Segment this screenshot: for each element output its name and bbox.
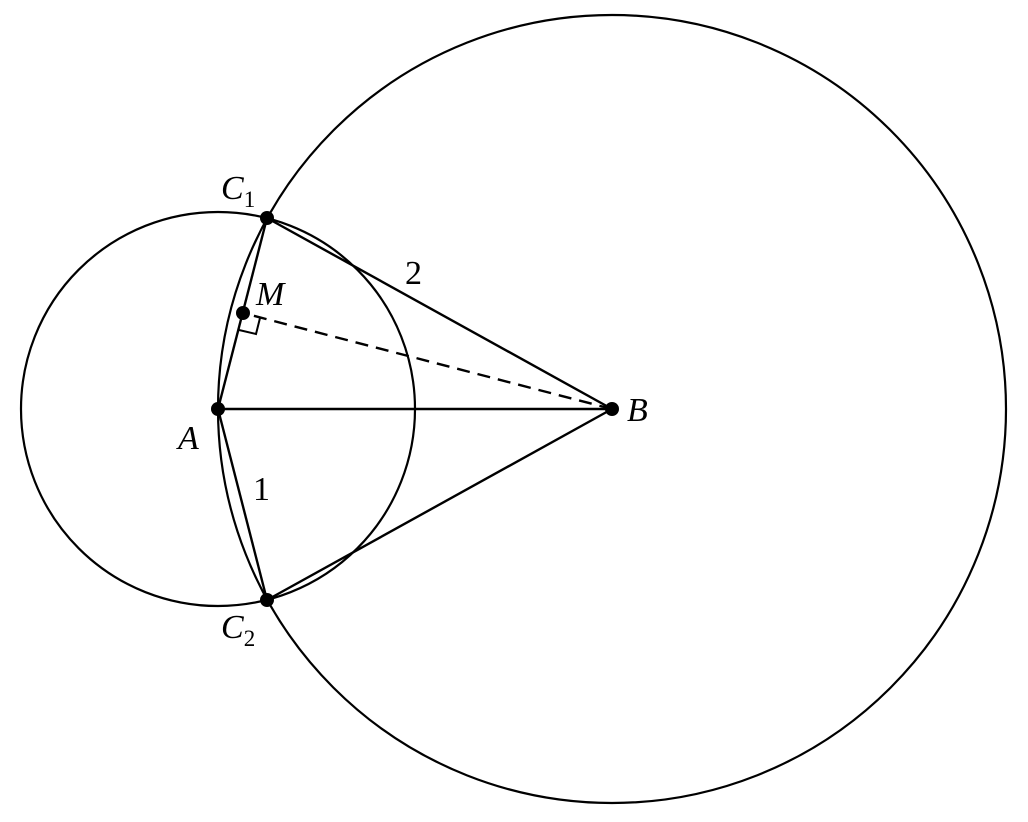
point-c2 <box>260 593 274 607</box>
label-a: A <box>176 420 199 457</box>
label-c1-subscript: 1 <box>244 187 256 212</box>
dashed-segment-b-m <box>242 311 613 411</box>
point-m <box>236 306 250 320</box>
label-c1: C1 <box>221 170 255 212</box>
label-c2-letter: C <box>221 609 244 646</box>
label-m: M <box>255 276 286 313</box>
segment-a-c2 <box>216 408 269 601</box>
point-c1 <box>260 211 274 225</box>
label-c2-subscript: 2 <box>244 626 256 651</box>
label-length-bc1: 2 <box>405 255 422 292</box>
segment-b-c1 <box>266 216 613 411</box>
point-b <box>605 402 619 416</box>
label-b: B <box>627 392 648 429</box>
label-length-ac2: 1 <box>253 471 270 508</box>
point-a <box>211 402 225 416</box>
segment-b-c2 <box>266 407 613 602</box>
label-c2: C2 <box>221 609 255 651</box>
right-angle-marker <box>238 317 261 336</box>
label-c1-letter: C <box>221 170 244 207</box>
